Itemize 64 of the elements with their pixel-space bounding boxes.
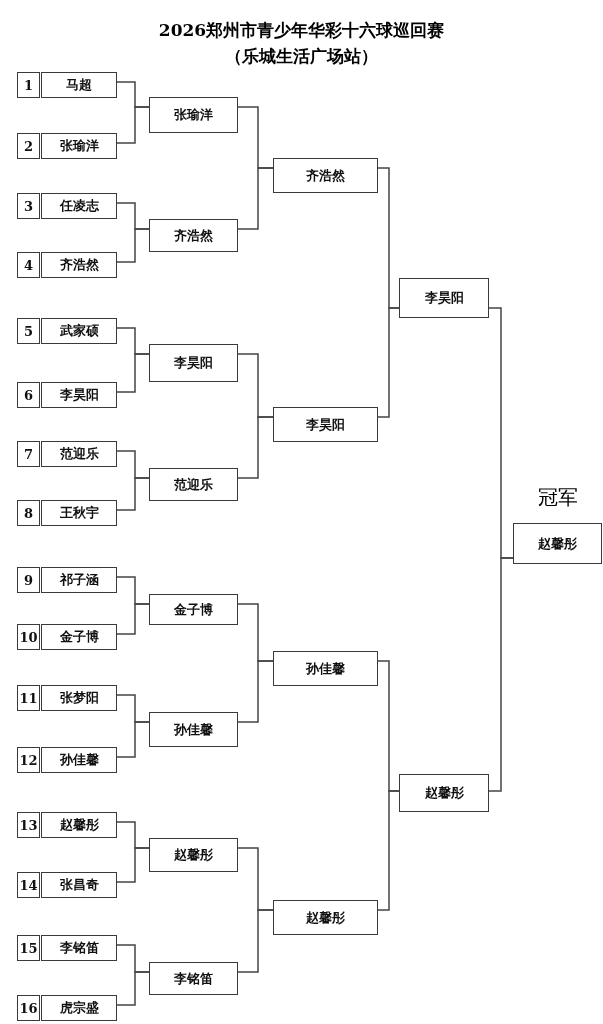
player-box: 张梦阳	[41, 685, 117, 711]
seed-number-box: 15	[17, 935, 40, 961]
seed-number-box: 8	[17, 500, 40, 526]
bracket-line	[116, 353, 150, 393]
player-box: 金子博	[41, 624, 117, 650]
seed-number-box: 16	[17, 995, 40, 1021]
player-box: 祁子涵	[41, 567, 117, 593]
bracket-line	[488, 557, 514, 792]
player-box: 马超	[41, 72, 117, 98]
player-box: 王秋宇	[41, 500, 117, 526]
bracket-line	[116, 228, 150, 263]
winner-box: 齐浩然	[273, 158, 378, 193]
bracket-line	[377, 307, 400, 418]
seed-number-box: 6	[17, 382, 40, 408]
player-box: 范迎乐	[41, 441, 117, 467]
winner-box: 孙佳馨	[149, 712, 238, 747]
title: 2026郑州市青少年华彩十六球巡回赛（乐城生活广场站）	[157, 19, 446, 68]
winner-box: 赵馨彤	[149, 838, 238, 872]
player-box: 赵馨彤	[41, 812, 117, 838]
bracket-line	[237, 660, 274, 723]
player-box: 张昌奇	[41, 872, 117, 898]
bracket-line	[116, 477, 150, 511]
bracket-line	[237, 416, 274, 479]
seed-number-box: 9	[17, 567, 40, 593]
bracket-line	[116, 106, 150, 144]
seed-number-box: 7	[17, 441, 40, 467]
winner-box: 李昊阳	[273, 407, 378, 442]
seed-number-box: 13	[17, 812, 40, 838]
bracket-line	[237, 909, 274, 973]
seed-number-box: 5	[17, 318, 40, 344]
winner-box: 李昊阳	[149, 344, 238, 382]
player-box: 孙佳馨	[41, 747, 117, 773]
heading: 冠军	[537, 484, 578, 511]
seed-number-box: 2	[17, 133, 40, 159]
winner-box: 齐浩然	[149, 219, 238, 252]
winner-box: 孙佳馨	[273, 651, 378, 686]
winner-box: 李铭笛	[149, 962, 238, 995]
bracket-line	[377, 790, 400, 911]
seed-number-box: 12	[17, 747, 40, 773]
seed-number-box: 11	[17, 685, 40, 711]
player-box: 虎宗盛	[41, 995, 117, 1021]
player-box: 张瑜洋	[41, 133, 117, 159]
player-box: 武家硕	[41, 318, 117, 344]
seed-number-box: 14	[17, 872, 40, 898]
player-box: 李昊阳	[41, 382, 117, 408]
bracket-line	[116, 971, 150, 1006]
bracket-line	[116, 603, 150, 635]
bracket-line	[116, 721, 150, 758]
winner-box: 范迎乐	[149, 468, 238, 501]
winner-box: 金子博	[149, 594, 238, 625]
seed-number-box: 4	[17, 252, 40, 278]
winner-box: 李昊阳	[399, 278, 489, 318]
seed-number-box: 3	[17, 193, 40, 219]
winner-box: 赵馨彤	[273, 900, 378, 935]
bracket-line	[116, 847, 150, 883]
player-box: 任凌志	[41, 193, 117, 219]
champion-box: 赵馨彤	[513, 523, 602, 564]
winner-box: 张瑜洋	[149, 97, 238, 133]
player-box: 李铭笛	[41, 935, 117, 961]
seed-number-box: 10	[17, 624, 40, 650]
seed-number-box: 1	[17, 72, 40, 98]
player-box: 齐浩然	[41, 252, 117, 278]
bracket-line	[237, 167, 274, 230]
winner-box: 赵馨彤	[399, 774, 489, 812]
